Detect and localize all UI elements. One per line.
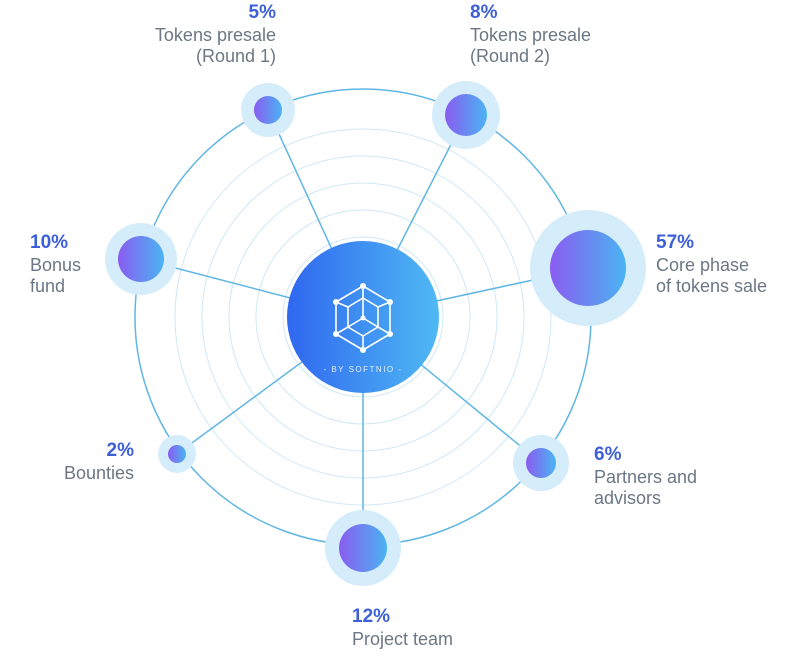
segment-name-line: Partners and xyxy=(594,466,698,487)
node-tokens-presale-round-1 xyxy=(241,83,295,137)
label-tokens-presale-round-1: 5% Tokens presale (Round 1) xyxy=(155,2,276,68)
label-project-team: 12% Project team xyxy=(352,606,453,650)
segment-name-line: (Round 2) xyxy=(470,46,551,67)
node-bounties xyxy=(158,435,196,473)
node-core-phase xyxy=(530,210,646,326)
hub-byline: - BY SOFTNIO - xyxy=(323,365,402,374)
segment-name-line: (Round 1) xyxy=(195,46,276,67)
node-project-team xyxy=(325,510,401,586)
segment-name-line: fund xyxy=(30,276,66,297)
segment-percent: 2% xyxy=(106,440,134,461)
segment-name-line: Tokens presale xyxy=(154,24,276,45)
node-dot xyxy=(254,96,282,124)
node-dot xyxy=(445,94,487,136)
segment-percent: 8% xyxy=(470,2,498,23)
segment-percent: 6% xyxy=(594,444,622,465)
label-core-phase: 57% Core phase of tokens sale xyxy=(656,232,767,298)
segment-name-line: Bonus xyxy=(30,254,82,275)
node-bonus-fund xyxy=(105,223,177,295)
hub: - BY SOFTNIO - xyxy=(287,241,439,393)
cube-network-icon xyxy=(333,283,393,353)
node-partners-advisors xyxy=(513,435,569,491)
label-bounties: 2% Bounties xyxy=(64,440,134,484)
label-tokens-presale-round-2: 8% Tokens presale (Round 2) xyxy=(470,2,591,68)
label-partners-advisors: 6% Partners and advisors xyxy=(594,444,697,510)
segment-name-line: advisors xyxy=(594,488,662,509)
segment-percent: 57% xyxy=(656,232,695,253)
segment-name-line: Tokens presale xyxy=(470,24,592,45)
segment-name-line: Project team xyxy=(352,628,454,649)
node-dot xyxy=(526,448,556,478)
segment-percent: 12% xyxy=(352,606,391,627)
node-dot xyxy=(339,524,387,572)
segment-name-line: Core phase xyxy=(656,254,750,275)
segment-percent: 10% xyxy=(30,232,69,253)
label-bonus-fund: 10% Bonus fund xyxy=(30,232,81,298)
node-dot xyxy=(168,445,186,463)
segment-name-line: of tokens sale xyxy=(656,276,768,297)
node-dot xyxy=(550,230,626,306)
node-dot xyxy=(118,236,164,282)
segment-percent: 5% xyxy=(248,2,276,23)
segment-name-line: Bounties xyxy=(63,462,134,483)
node-tokens-presale-round-2 xyxy=(432,81,500,149)
